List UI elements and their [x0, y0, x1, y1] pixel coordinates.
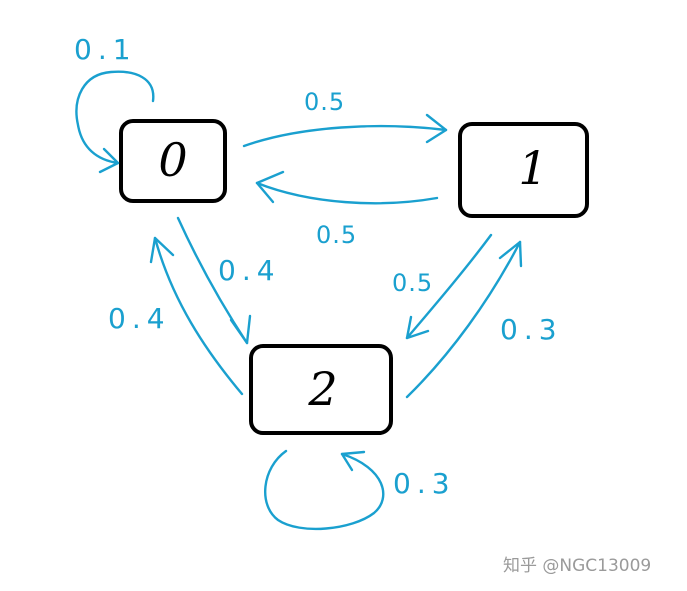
transition-2-to-0-label: 0.4: [108, 302, 171, 335]
transition-1-to-2-curve: [405, 233, 493, 340]
transition-2-to-0-arrowhead: [149, 236, 175, 264]
transition-0-to-0: 0.1: [74, 33, 155, 174]
transition-1-to-0: 0.5: [255, 170, 439, 249]
state-0: 0: [119, 119, 227, 203]
transition-2-to-1-curve: [405, 240, 522, 399]
transition-2-to-1: 0.3: [405, 240, 563, 399]
transition-2-to-2: 0.3: [264, 449, 456, 531]
transition-0-to-1-arrowhead: [425, 113, 448, 144]
transition-2-to-0: 0.4: [108, 236, 244, 396]
transition-1-to-2-label: 0.5: [392, 269, 433, 297]
watermark: 知乎 @NGC13009: [503, 556, 652, 576]
transition-0-to-0-label: 0.1: [74, 33, 137, 66]
transition-2-to-2-arrowhead: [340, 450, 366, 472]
transition-1-to-0-curve: [255, 181, 439, 205]
state-1: 1: [458, 122, 589, 218]
transition-0-to-1-label: 0.5: [304, 88, 345, 116]
state-2-label: 2: [307, 362, 337, 416]
transition-2-to-1-label: 0.3: [500, 313, 563, 346]
transition-1-to-2-arrowhead: [405, 315, 430, 340]
state-0-label: 0: [158, 133, 187, 187]
transition-2-to-1-arrowhead: [498, 240, 523, 268]
transition-1-to-2: 0.5: [392, 233, 493, 340]
transition-0-to-0-curve: [75, 70, 155, 165]
state-1-label: 1: [518, 141, 547, 195]
state-0-box: [119, 119, 227, 203]
transition-2-to-2-curve: [264, 449, 385, 531]
transition-0-to-1-curve: [242, 124, 448, 148]
state-1-box: [458, 122, 589, 218]
transition-0-to-2-arrowhead: [229, 314, 252, 345]
transition-0-to-2-label: 0.4: [218, 254, 281, 287]
transition-2-to-0-curve: [153, 236, 244, 396]
transition-0-to-1: 0.5: [242, 88, 448, 148]
state-2: 2: [249, 344, 393, 435]
transition-1-to-0-arrowhead: [255, 170, 285, 204]
transition-0-to-2: 0.4: [176, 216, 281, 345]
transition-0-to-0-arrowhead: [98, 147, 120, 174]
transition-2-to-2-label: 0.3: [393, 467, 456, 500]
state-2-box: [249, 344, 393, 435]
transition-1-to-0-label: 0.5: [316, 221, 357, 249]
